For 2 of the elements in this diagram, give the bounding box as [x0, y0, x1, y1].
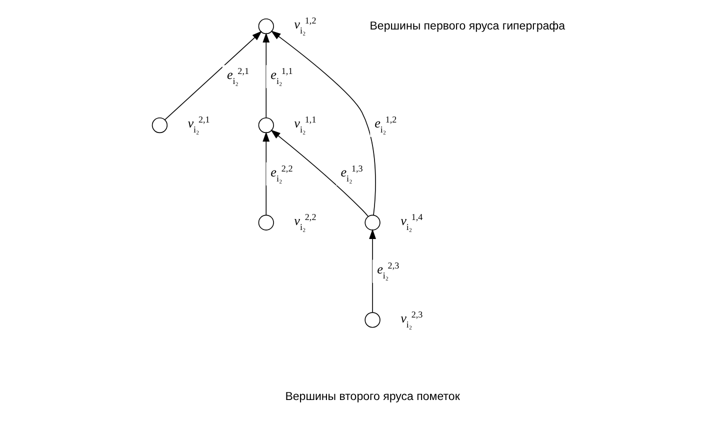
- label: Вершины первого яруса гиперграфа: [370, 20, 566, 32]
- label: Вершины второго яруса пометок: [285, 390, 460, 403]
